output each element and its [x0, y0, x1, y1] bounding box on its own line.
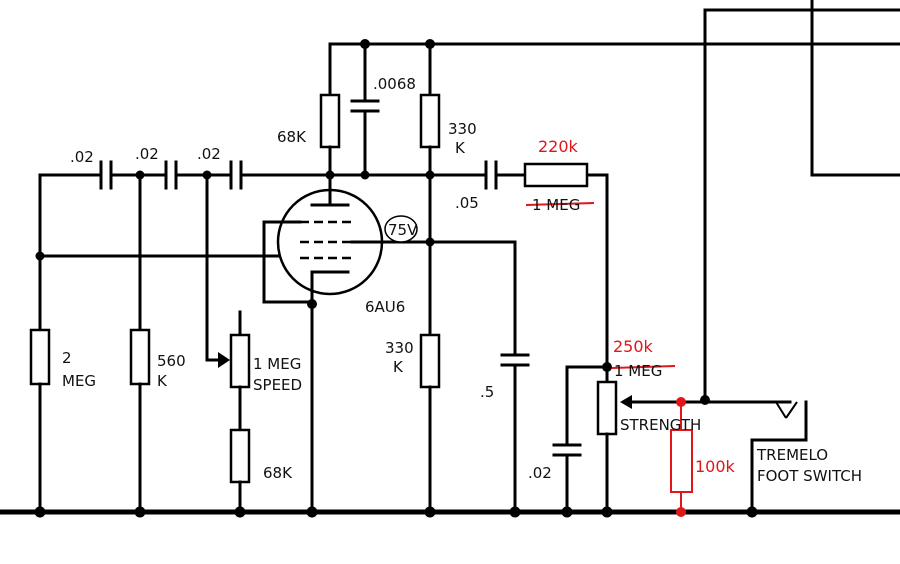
resistor-2meg: [29, 328, 51, 386]
label-330k-top-1: 330: [448, 120, 477, 138]
label-cap-0068: .0068: [373, 75, 416, 93]
label-2meg-2: MEG: [62, 372, 96, 390]
resistor-330k-top: [419, 93, 441, 149]
label-tube: 6AU6: [365, 298, 405, 316]
added-resistor-100k: [670, 397, 693, 517]
label-330k-bot-2: K: [393, 358, 404, 376]
label-1meg-pot-old: 1 MEG: [614, 362, 662, 380]
label-switch-1: TREMELO: [756, 446, 828, 464]
voltage-indicator: [384, 215, 418, 243]
label-cap-05: .05: [455, 194, 479, 212]
resistor-68k-bottom: [229, 428, 251, 484]
resistor-560k: [129, 328, 151, 386]
label-switch-2: FOOT SWITCH: [757, 467, 862, 485]
annotation-100k: 100k: [695, 457, 736, 476]
label-speed-2: SPEED: [253, 376, 302, 394]
label-cap-02-a: .02: [70, 148, 94, 166]
cap-02-c: [229, 160, 243, 190]
ground-junctions: [34, 506, 758, 518]
annotation-220k: 220k: [538, 137, 579, 156]
cap-0068: [350, 99, 380, 177]
cap-02-b: [164, 160, 178, 190]
cap-05: [484, 160, 498, 190]
label-speed-1: 1 MEG: [253, 355, 301, 373]
label-cap-5: .5: [480, 383, 494, 401]
label-cap-02-bottom: .02: [528, 464, 552, 482]
label-cap-02-c: .02: [197, 145, 221, 163]
label-1meg-series-old: 1 MEG: [532, 196, 580, 214]
cap-02-a: [99, 160, 113, 190]
cap-02-bottom: [552, 365, 582, 514]
label-68k-bottom: 68K: [263, 464, 293, 482]
label-560k-1: 560: [157, 352, 186, 370]
label-330k-top-2: K: [455, 139, 466, 157]
resistor-330k-bottom: [419, 333, 441, 389]
speed-pot: [205, 173, 251, 432]
label-strength: STRENGTH: [620, 416, 701, 434]
resistor-68k-plate: [319, 93, 341, 149]
tube-6au6: [262, 173, 517, 514]
annotation-250k: 250k: [613, 337, 654, 356]
right-box-wire: [700, 0, 900, 405]
label-560k-2: K: [157, 372, 168, 390]
tremolo-foot-switch: [750, 400, 808, 514]
label-voltage: 75V: [388, 221, 418, 239]
label-2meg-1: 2: [62, 349, 72, 367]
series-resistor-220k: [523, 162, 589, 188]
label-cap-02-b: .02: [135, 145, 159, 163]
label-68k-plate: 68K: [277, 128, 307, 146]
strike-old-pot: [611, 365, 676, 369]
strength-pot: [565, 362, 792, 514]
label-330k-bot-1: 330: [385, 339, 414, 357]
top-supply-line: [328, 39, 900, 102]
strike-old-series: [525, 202, 595, 206]
cap-5: [500, 240, 530, 514]
